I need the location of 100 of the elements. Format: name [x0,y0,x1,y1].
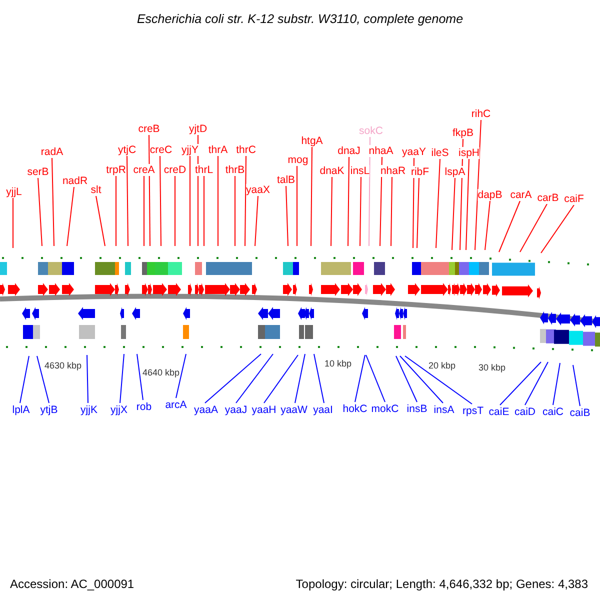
gene-label: hokC [342,403,368,415]
leader-line [366,354,386,402]
leader-line [12,198,14,248]
leader-line [160,156,162,246]
leader-line [520,204,548,252]
leader-line [310,146,312,246]
gene-label: yaaA [194,404,218,416]
gene-label: carA [510,189,532,201]
leader-line [354,354,366,402]
gene-label: yaaW [280,404,308,416]
leader-line [452,178,456,250]
leader-line [552,362,560,406]
leader-line [174,176,176,246]
gene-label: yjjL [6,186,22,198]
leader-line [368,136,370,246]
leader-line [380,156,382,246]
gene-label: rob [136,401,152,413]
gene-label: nhaR [380,165,406,177]
gene-label: creB [138,123,160,135]
leader-line [234,176,236,246]
gene-label: lplA [12,404,30,416]
leader-line [460,138,464,250]
gene-label: dapB [478,189,502,201]
gene-label: creA [133,164,155,176]
footer-text: Topology: circular; Length: 4,646,332 bp; Genes: 4,383 [296,576,588,593]
leader-line [524,362,548,406]
scale-label: 4630 kbp [44,359,82,372]
leader-line [396,356,418,402]
gene-label: slt [90,184,102,196]
gene-label: thrB [225,164,245,176]
leader-line [36,356,50,404]
gene-label: caiF [564,193,584,205]
leader-line [96,196,106,246]
leader-line [286,186,288,246]
gene-label: ileS [431,147,449,159]
leader-line [120,354,124,404]
leader-line [360,176,362,246]
gene-label: serB [27,166,49,178]
gene-label: creC [150,144,172,156]
gene-label: thrC [236,144,256,156]
scale-label: 20 kbp [428,359,456,372]
gene-label: caiB [570,407,590,419]
leader-line [38,178,42,246]
gene-label: yjjX [110,404,128,416]
leader-line [296,166,298,246]
gene-label: ytjB [40,404,58,416]
leader-line [484,200,490,250]
leader-line [540,204,574,254]
leader-line [264,354,298,404]
gene-label: caiE [488,406,510,418]
gene-label: ytjC [118,144,136,156]
gene-label: yjtD [188,123,208,135]
leader-line [148,134,150,246]
leader-line [314,354,324,404]
gene-label: insL [350,165,370,177]
leader-line [400,356,444,404]
gene-label: thrL [194,164,214,176]
leader-line [412,158,414,248]
gene-label: fkpB [452,127,474,139]
scale-label: 10 kbp [324,357,352,370]
gene-label: yaaJ [224,404,248,416]
gene-label: dnaK [320,165,344,177]
leader-line [348,156,350,246]
gene-label: rpsT [462,405,484,417]
leader-line [404,356,472,404]
leader-line [126,156,128,246]
gene-label: yaaX [246,184,270,196]
gene-label: mokC [371,403,399,415]
leader-line [254,196,258,246]
gene-label: carB [537,192,559,204]
gene-label: yaaH [252,404,276,416]
gene-label: sokC [359,125,383,137]
leader-line [204,354,262,404]
leader-line [294,354,306,404]
gene-label: yaaY [402,146,426,158]
leader-line [474,120,482,250]
leader-line [436,158,440,248]
gene-label: insA [434,404,454,416]
leader-line [52,158,54,246]
gene-label: talB [276,174,296,186]
gene-label: trpR [106,164,126,176]
gene-label: radA [40,146,64,158]
gene-label: yaaI [313,404,333,416]
gene-label: creD [164,164,186,176]
leader-line [244,156,246,246]
leader-line [416,178,420,248]
gene-label: nhaA [368,145,394,157]
footer-text: Accession: AC_000091 [10,576,134,593]
gene-label: dnaJ [338,145,360,157]
leader-line [500,362,542,406]
gene-label: nadR [62,175,88,187]
gene-label: thrA [208,144,228,156]
leader-line [86,354,88,404]
gene-label: insB [406,403,428,415]
gene-label: yjjK [80,404,98,416]
gene-label: mog [288,154,308,166]
leader-line [466,158,470,250]
gene-label: caiD [514,406,536,418]
leader-line [136,354,144,400]
gene-label: caiC [542,406,564,418]
